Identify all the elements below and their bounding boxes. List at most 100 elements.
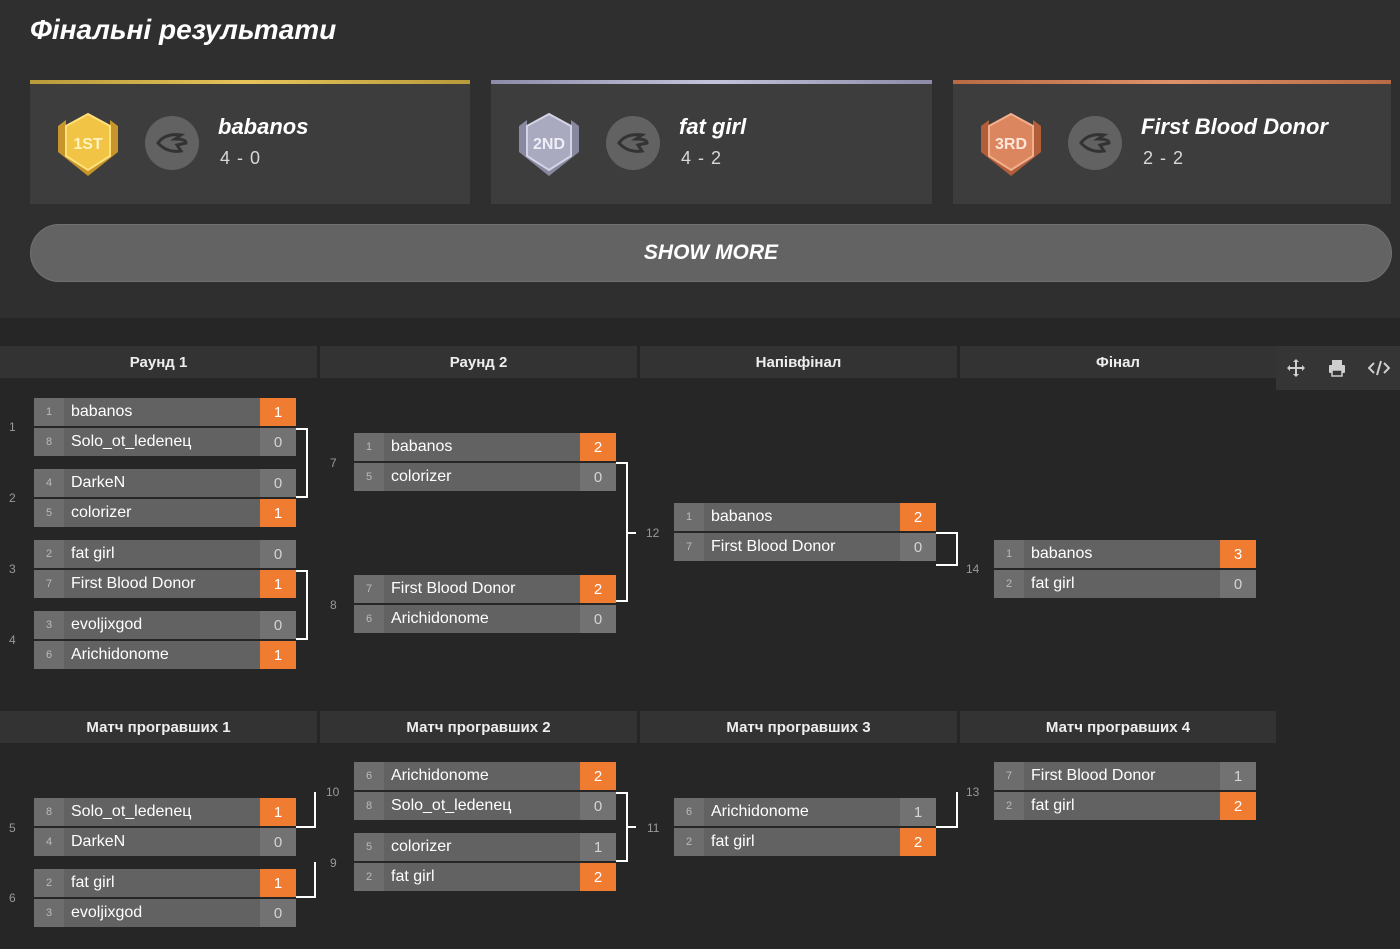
move-icon[interactable]: [1286, 358, 1306, 378]
team-seed: 2: [34, 869, 64, 897]
bracket-connector: [616, 462, 628, 602]
team-score: 0: [260, 899, 296, 927]
team-name: First Blood Donor: [391, 580, 516, 597]
match-number: 10: [326, 785, 340, 799]
team-seed: 5: [34, 499, 64, 527]
team-score: 2: [1220, 792, 1256, 820]
team-score: 2: [580, 762, 616, 790]
team-seed: 8: [354, 792, 384, 820]
bracket-connector: [628, 532, 636, 534]
round-header: Фінал: [960, 346, 1276, 378]
team-score: 1: [580, 833, 616, 861]
round-header: Матч програвших 1: [0, 711, 317, 743]
podium-score: 4 - 2: [681, 148, 723, 168]
code-icon[interactable]: [1367, 358, 1390, 378]
team-score: 2: [900, 503, 936, 531]
page-title: Фінальні результати: [30, 14, 337, 45]
print-icon[interactable]: [1327, 358, 1347, 378]
team-name: DarkeN: [71, 474, 126, 491]
team-name: Solo_ot_ledeneц: [71, 433, 192, 450]
team-row[interactable]: 2 fat girl 0: [34, 540, 296, 568]
team-seed: 2: [34, 540, 64, 568]
team-score: 1: [260, 398, 296, 426]
svg-text:3RD: 3RD: [995, 136, 1027, 153]
team-score: 1: [900, 798, 936, 826]
team-row[interactable]: 5 colorizer 1: [34, 499, 296, 527]
team-seed: 3: [34, 899, 64, 927]
match-number: 2: [9, 491, 16, 505]
match-number: 1: [9, 420, 16, 434]
show-more-button[interactable]: SHOW MORE: [30, 224, 1392, 282]
gold-medal-icon: 1ST: [58, 112, 118, 176]
bracket-connector: [936, 792, 958, 828]
bracket: Раунд 1 Раунд 2 Напівфінал Фінал Матч пр…: [0, 318, 1400, 949]
team-logo-icon: [606, 116, 660, 170]
team-name: DarkeN: [71, 833, 126, 850]
team-score: 2: [580, 863, 616, 891]
team-seed: 4: [34, 469, 64, 497]
team-seed: 1: [994, 540, 1024, 568]
match-number: 12: [646, 526, 660, 540]
podium-name[interactable]: First Blood Donor: [1141, 114, 1328, 139]
team-name: colorizer: [71, 504, 132, 521]
team-score: 0: [260, 828, 296, 856]
team-seed: 7: [674, 533, 704, 561]
team-name: First Blood Donor: [71, 575, 196, 592]
team-score: 0: [260, 611, 296, 639]
team-seed: 2: [354, 863, 384, 891]
team-seed: 1: [354, 433, 384, 461]
match-number: 11: [647, 821, 660, 835]
podium-name[interactable]: babanos: [218, 114, 309, 139]
team-score: 0: [580, 605, 616, 633]
match-number: 3: [9, 562, 16, 576]
gold-bar: [30, 80, 470, 84]
team-score: 0: [260, 469, 296, 497]
team-name: evoljixgod: [71, 616, 143, 633]
team-name: Arichidonome: [711, 803, 809, 820]
team-score: 0: [260, 428, 296, 456]
team-score: 1: [260, 499, 296, 527]
team-name: colorizer: [391, 838, 452, 855]
team-row[interactable]: 4 DarkeN 0: [34, 469, 296, 497]
podium-name[interactable]: fat girl: [679, 114, 747, 139]
team-score: 0: [260, 540, 296, 568]
team-seed: 2: [994, 570, 1024, 598]
team-score: 2: [580, 575, 616, 603]
round-header: Напівфінал: [640, 346, 957, 378]
team-name: fat girl: [71, 545, 115, 562]
team-logo-icon: [1068, 116, 1122, 170]
team-seed: 6: [354, 605, 384, 633]
team-seed: 5: [354, 463, 384, 491]
svg-text:2ND: 2ND: [533, 136, 565, 153]
team-name: babanos: [71, 403, 133, 420]
team-logo-icon: [145, 116, 199, 170]
team-name: colorizer: [391, 468, 452, 485]
podium-score: 4 - 0: [220, 148, 262, 168]
match-number: 7: [330, 456, 337, 470]
